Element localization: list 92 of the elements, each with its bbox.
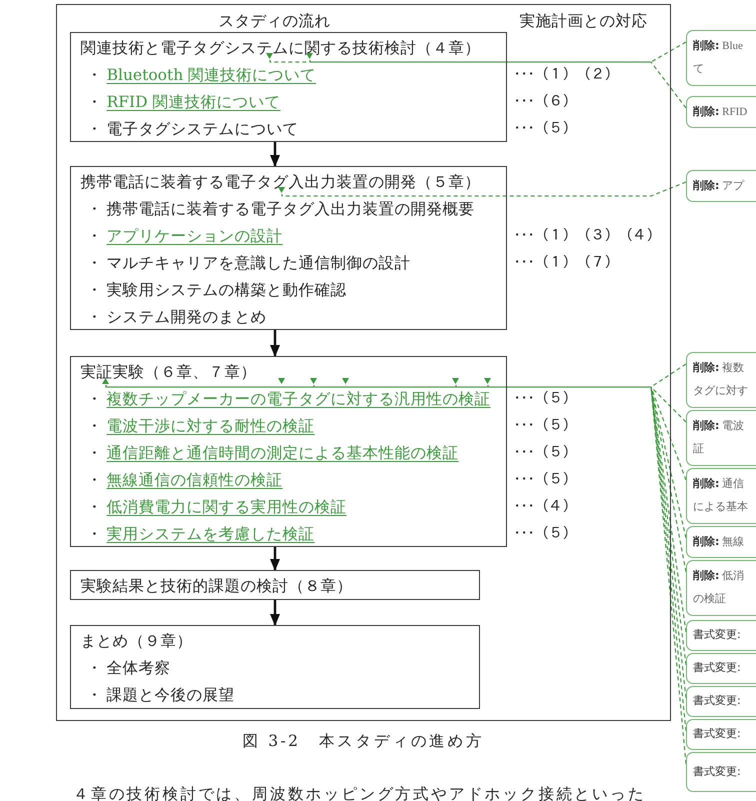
comment-balloon: [686, 653, 756, 684]
process-box: [70, 624, 480, 709]
triangle-icon: [278, 187, 285, 194]
plan-reference: ･･･（５）: [514, 444, 577, 462]
plan-reference: ･･･（４）: [514, 498, 577, 516]
comment-balloon: [686, 30, 756, 86]
list-item: ・ 電波干渉に対する耐性の検証: [86, 416, 315, 436]
comment-text: の検証: [693, 592, 726, 606]
comment-text: 書式変更:: [693, 694, 741, 708]
comment-balloon: [686, 560, 756, 616]
comment-text: による基本: [693, 500, 748, 514]
plan-reference: ･･･（５）: [514, 120, 577, 138]
comment-balloon: [686, 410, 756, 466]
list-item: ・ Bluetooth 関連技術について: [86, 66, 316, 84]
arrow: [270, 142, 280, 167]
leader-line: [281, 181, 686, 197]
box-heading: 関連技術と電子タグシステムに関する技術検討（４章）: [80, 38, 481, 58]
comment-balloon: [686, 96, 756, 128]
plan-reference: ･･･（５）: [514, 418, 577, 436]
comment-balloon: [686, 170, 756, 202]
comment-balloon: [686, 752, 756, 792]
column-heading: スタディの流れ: [218, 12, 331, 31]
list-item: ・ 携帯電話に装着する電子タグ入出力装置の開発概要: [86, 200, 475, 218]
box-heading: まとめ（９章）: [80, 632, 193, 650]
list-item: ・ 課題と今後の展望: [86, 686, 235, 704]
comment-text: 削除: 複数: [693, 361, 744, 376]
list-item: ・ RFID 関連技術について: [86, 92, 280, 112]
comment-balloon: [686, 620, 756, 651]
leader-line: [313, 384, 686, 422]
comment-text: 削除: Blue: [693, 39, 743, 54]
triangle-icon: [484, 378, 491, 384]
process-box: [70, 32, 507, 142]
comment-balloon: [686, 686, 756, 717]
figure-caption: 図 3-2 本スタディの進め方: [242, 732, 484, 750]
figure-frame: [56, 4, 671, 721]
triangle-icon: [102, 378, 109, 384]
list-item: ・ 低消費電力に関する実用性の検証: [86, 498, 347, 516]
arrow: [270, 330, 280, 357]
list-item: ・ 複数チップメーカーの電子タグに対する汎用性の検証: [86, 390, 491, 408]
leader-line: [487, 384, 687, 572]
plan-reference: ･･･（１）（７）: [514, 254, 619, 272]
comment-text: て: [693, 62, 704, 76]
comment-text: 書式変更:: [693, 661, 741, 675]
comment-text: 削除: アプ: [693, 179, 744, 194]
process-box: [70, 570, 480, 600]
plan-reference: ･･･（１）（３）（４）: [514, 228, 661, 246]
comment-text: 削除: 低消: [693, 569, 744, 584]
triangle-icon: [452, 378, 459, 384]
plan-reference: ･･･（５）: [514, 526, 577, 544]
triangle-icon: [310, 378, 317, 384]
list-item: ・ システム開発のまとめ: [86, 308, 267, 326]
comment-balloon: [686, 526, 756, 558]
body-text: ４章の技術検討では、周波数ホッピング方式やアドホック接続といった: [73, 784, 646, 801]
leader-line: [455, 384, 687, 538]
comment-text: 書式変更:: [693, 727, 741, 741]
comment-text: 削除: 無線: [693, 535, 744, 550]
arrow: [270, 547, 280, 571]
triangle-icon: [278, 378, 285, 384]
list-item: ・ 電子タグシステムについて: [86, 120, 299, 138]
list-item: ・ 通信距離と通信時間の測定による基本性能の検証: [86, 444, 459, 462]
list-item: ・ 全体考察: [86, 658, 171, 678]
triangle-icon: [266, 53, 273, 60]
process-box: [70, 166, 507, 330]
comment-text: 書式変更:: [693, 628, 741, 642]
plan-reference: ･･･（５）: [514, 472, 577, 490]
comment-text: 削除: 電波: [693, 419, 744, 434]
list-item: ・ マルチキャリアを意識した通信制御の設計: [86, 254, 411, 272]
comment-balloon: [686, 468, 756, 524]
plan-reference: ･･･（６）: [514, 94, 577, 112]
leader-line: [345, 384, 687, 480]
column-heading: 実施計画との対応: [520, 12, 648, 31]
list-item: ・ 無線通信の信頼性の検証: [86, 470, 283, 490]
comment-text: 削除: 通信: [693, 477, 744, 492]
process-box: [70, 356, 507, 547]
plan-reference: ･･･（５）: [514, 390, 577, 408]
comment-text: 書式変更:: [693, 764, 741, 778]
comment-text: 証: [693, 442, 704, 456]
comment-text: タグに対す: [693, 384, 748, 398]
triangle-icon: [342, 378, 349, 384]
leader-line: [309, 60, 686, 108]
arrow: [270, 600, 280, 626]
leader-line: [269, 42, 686, 63]
list-item: ・ 実用システムを考慮した検証: [86, 524, 315, 544]
comment-text: 削除: RFID: [693, 105, 748, 120]
box-heading: 携帯電話に装着する電子タグ入出力装置の開発（５章）: [80, 172, 481, 192]
box-heading: 実験結果と技術的課題の検討（８章）: [80, 576, 353, 596]
box-heading: 実証実験（６章、７章）: [80, 362, 257, 382]
plan-reference: ･･･（１）（２）: [514, 66, 619, 84]
list-item: ・ アプリケーションの設計: [86, 226, 283, 246]
list-item: ・ 実験用システムの構築と動作確認: [86, 280, 347, 300]
comment-balloon: [686, 719, 756, 750]
comment-balloon: [686, 352, 756, 408]
